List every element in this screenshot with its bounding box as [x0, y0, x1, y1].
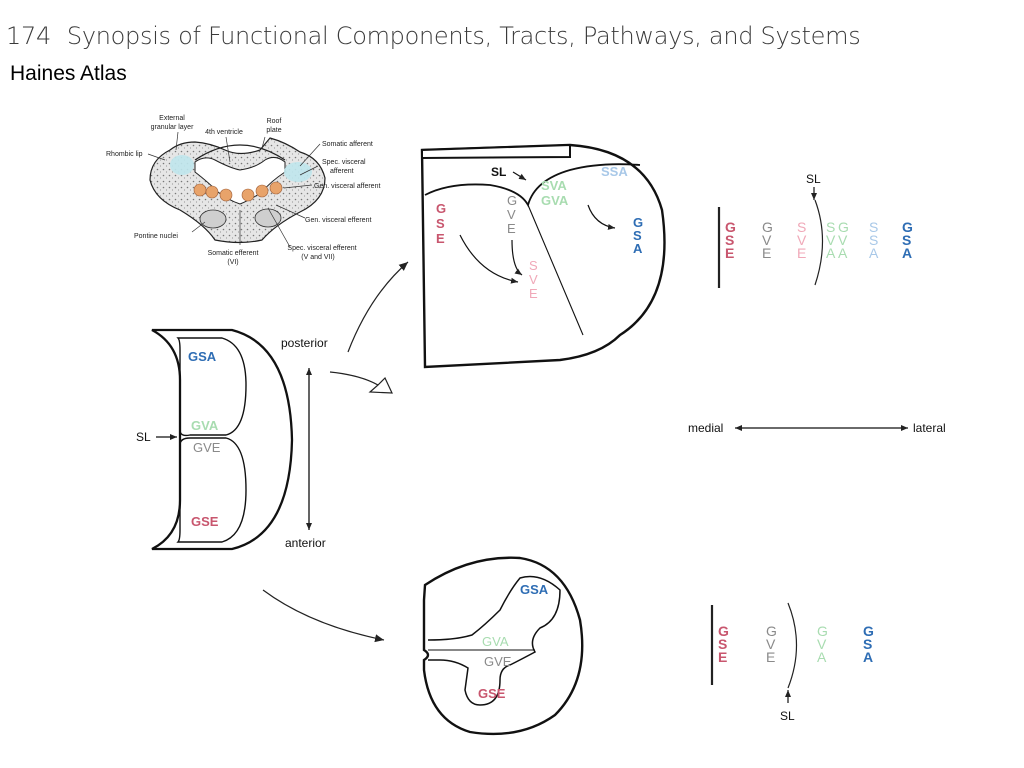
neural-tube-gve: GVE — [193, 440, 221, 455]
inset-leader-lines — [147, 131, 321, 248]
lateral-label: lateral — [913, 421, 946, 435]
alar-plate-outline — [176, 337, 247, 437]
spinal-gve: GVE — [484, 654, 512, 669]
inset-pontine-nucleus-left — [199, 209, 227, 229]
label-fourth-ventricle: 4th ventricle — [205, 129, 243, 136]
brainstem-summary-sl-label: SL — [806, 172, 821, 186]
spinal-sl-curve — [787, 602, 798, 689]
page-number: 174 — [6, 22, 51, 50]
label-gen-visceral-efferent: Gen. visceral efferent — [305, 217, 371, 224]
brainstem-roof — [421, 143, 571, 160]
neural-tube-gse: GSE — [191, 514, 219, 529]
arrow-to-spinal-cord — [262, 589, 385, 643]
posterior-label: posterior — [281, 336, 328, 350]
label-pontine-nuclei: Pontine nuclei — [134, 233, 178, 240]
roof-plate-membrane — [194, 144, 286, 161]
spinal-gva: GVA — [482, 634, 509, 649]
brainstem-sl-label: SL — [491, 165, 506, 179]
inset-pontine-nucleus-right — [254, 208, 282, 228]
title-text: Synopsis of Functional Components, Tract… — [66, 22, 861, 50]
spinal-gsa: GSA — [520, 582, 549, 597]
label-somatic-efferent: Somatic efferent(VI) — [208, 250, 259, 266]
open-arrow-to-brainstem — [329, 371, 393, 394]
brainstem-sl-curve — [814, 199, 824, 286]
neural-tube-section: GSA GVA GVE GSE SL posterior anterior — [136, 328, 328, 551]
brainstem-ssa: SSA — [601, 164, 628, 179]
neural-tube-gva: GVA — [191, 418, 219, 433]
label-rhombic-lip: Rhombic lip — [106, 151, 143, 158]
page-title: 174 Synopsis of Functional Components, Tr… — [6, 22, 861, 50]
label-somatic-afferent: Somatic afferent — [322, 141, 373, 148]
neural-tube-outline — [151, 328, 294, 551]
gva-migration-arrow — [587, 204, 616, 230]
spinal-gray-matter — [427, 575, 561, 706]
anterior-label: anterior — [285, 536, 326, 550]
gse-migration-arrow — [459, 234, 519, 284]
inset-rhombic-lip-patch — [170, 155, 194, 175]
spinal-cord-outline — [422, 556, 584, 736]
neural-tube-gsa: GSA — [188, 349, 217, 364]
arrow-to-brainstem — [347, 261, 409, 353]
neural-tube-sl-label: SL — [136, 430, 151, 444]
label-gen-visceral-afferent: Gen. visceral afferent — [314, 183, 380, 190]
brainstem-sl-arrow — [512, 171, 527, 181]
inset-orange-nuclei — [193, 181, 283, 202]
inset-somatic-afferent-patch — [284, 162, 312, 182]
spinal-gse: GSE — [478, 686, 506, 701]
sulcus-limitans-line — [527, 204, 584, 336]
spinal-summary-sl-label: SL — [780, 709, 795, 723]
subtitle: Haines Atlas — [10, 62, 127, 85]
brainstem-outline — [420, 143, 666, 369]
label-spec-visceral-efferent: Spec. visceral efferent(V and VII) — [287, 245, 356, 261]
medial-label: medial — [688, 421, 723, 435]
orientation-indicator: medial lateral — [688, 421, 946, 435]
gve-migration-arrow — [511, 239, 523, 276]
spinal-cord-section: GSA GVA GVE GSE — [422, 556, 584, 736]
basal-plate-outline — [176, 437, 247, 543]
